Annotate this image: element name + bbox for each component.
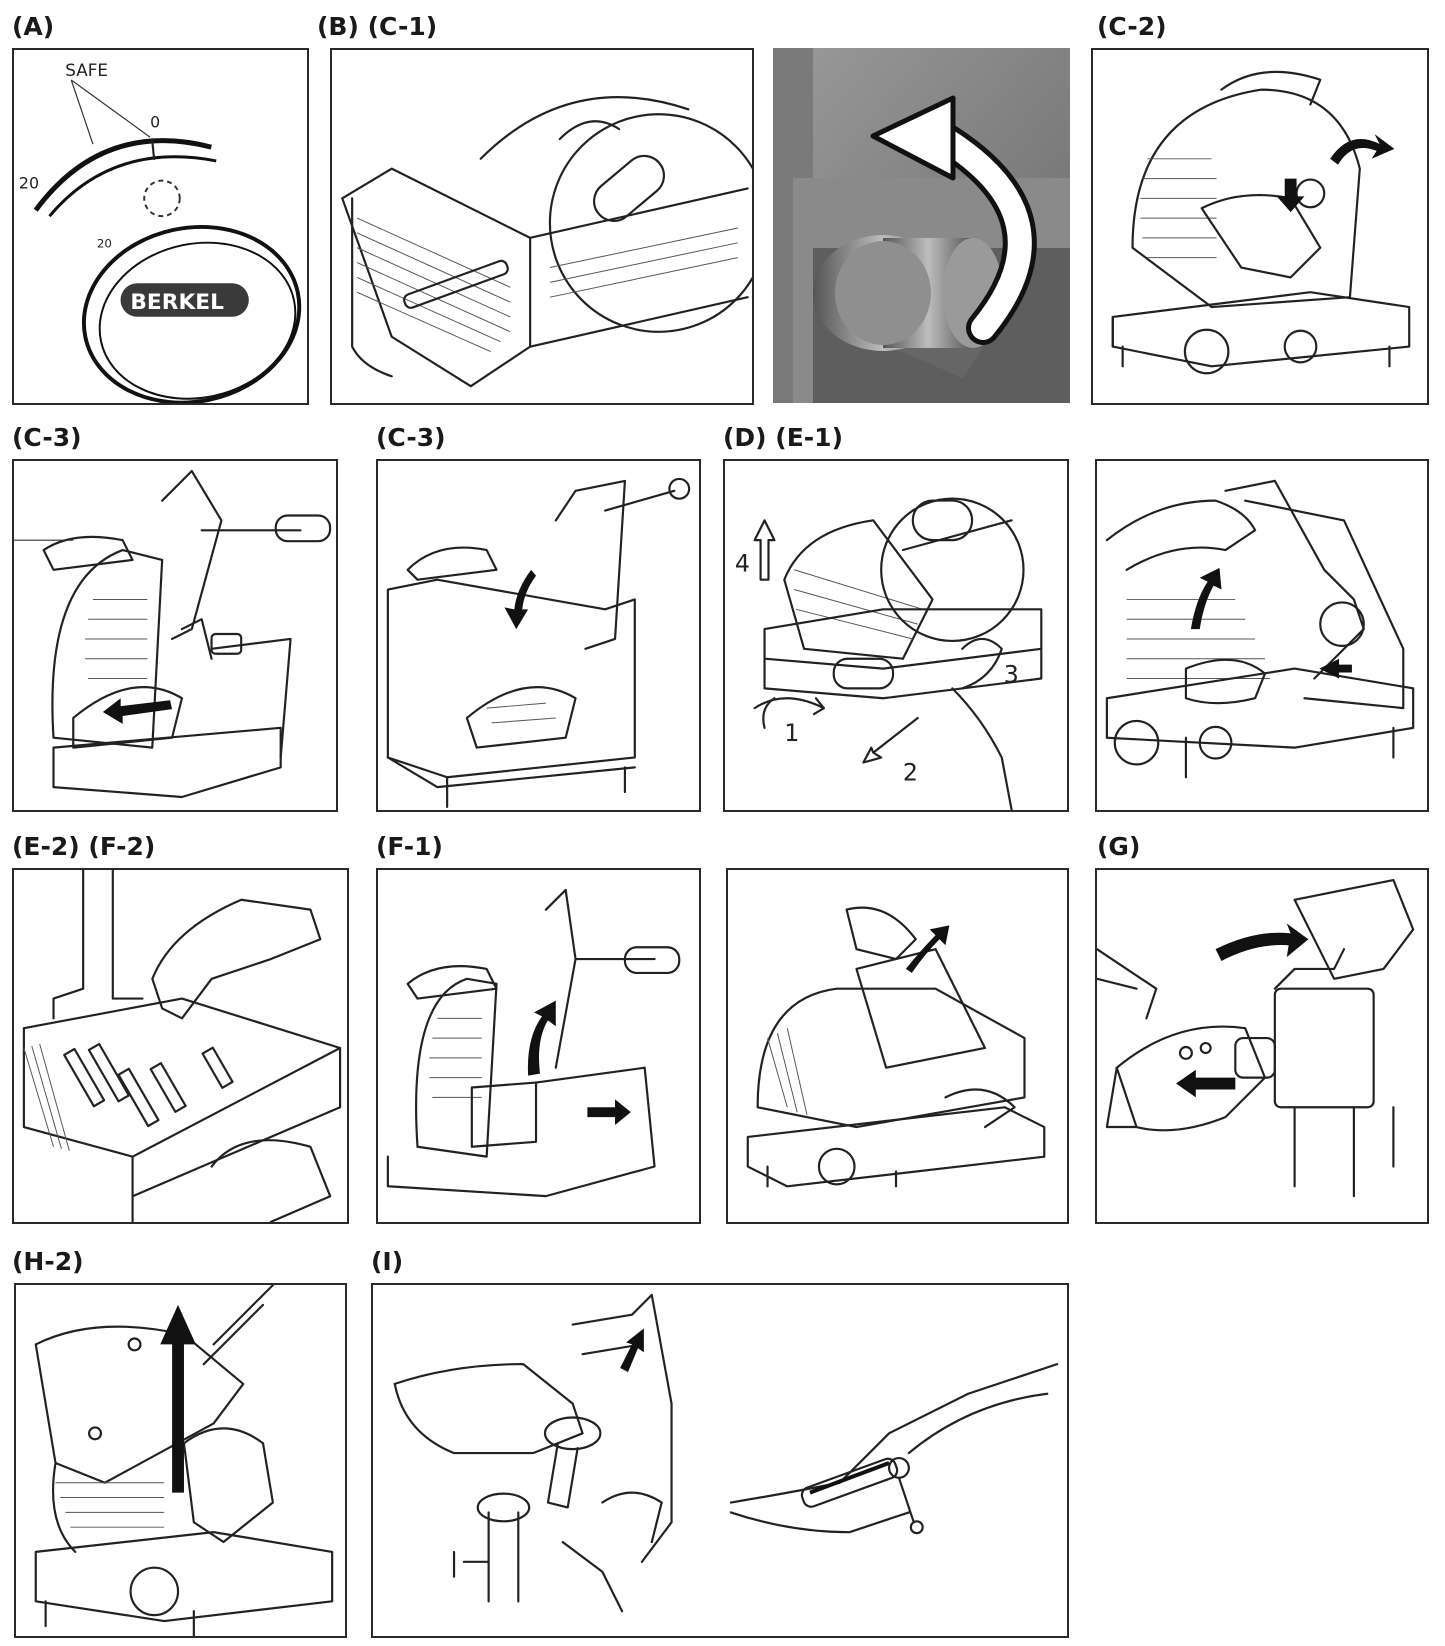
label-i: (I) [371,1247,404,1276]
panel-h2-lift-drawing [14,1283,347,1638]
step-2-label: 2 [903,758,918,786]
panel-e1-lift-drawing [1095,459,1429,812]
label-b-c1: (B) (C-1) [317,12,438,41]
panel-g-knob-removal [1095,868,1429,1224]
twenty-label: 20 [19,174,39,193]
panel-d-removal-steps: 4 1 2 3 [723,459,1069,812]
berkel-brand-label: BERKEL [130,290,224,315]
label-h2: (H-2) [12,1247,84,1276]
label-f1: (F-1) [376,832,443,861]
zero-label: 0 [150,112,160,131]
panel-i-cleaning-drawing [371,1283,1069,1638]
safe-label: SAFE [65,60,108,80]
label-d-e1: (D) (E-1) [723,423,844,452]
panel-f1-left-drawing [376,868,701,1224]
panel-a-thickness-dial: SAFE 0 20 20 BERKEL [12,48,309,405]
panel-c2-guard-drawing [1091,48,1429,405]
label-c3-left: (C-3) [12,423,82,452]
label-g: (G) [1097,832,1141,861]
label-a: (A) [12,12,55,41]
label-c2: (C-2) [1097,12,1167,41]
label-c3-right: (C-3) [376,423,446,452]
panel-c3-right-drawing [376,459,701,812]
step-4-label: 4 [735,550,750,578]
panel-e2-tray-drawing [12,868,349,1224]
panel-c3-left-drawing [12,459,338,812]
panel-c1-knob-photo [773,48,1070,403]
twenty-small-label: 20 [97,237,112,251]
panel-b-carriage-drawing [330,48,754,405]
label-e2-f2: (E-2) (F-2) [12,832,156,861]
step-3-label: 3 [1004,660,1019,688]
step-1-label: 1 [784,719,799,747]
panel-f2-drawing [726,868,1069,1224]
